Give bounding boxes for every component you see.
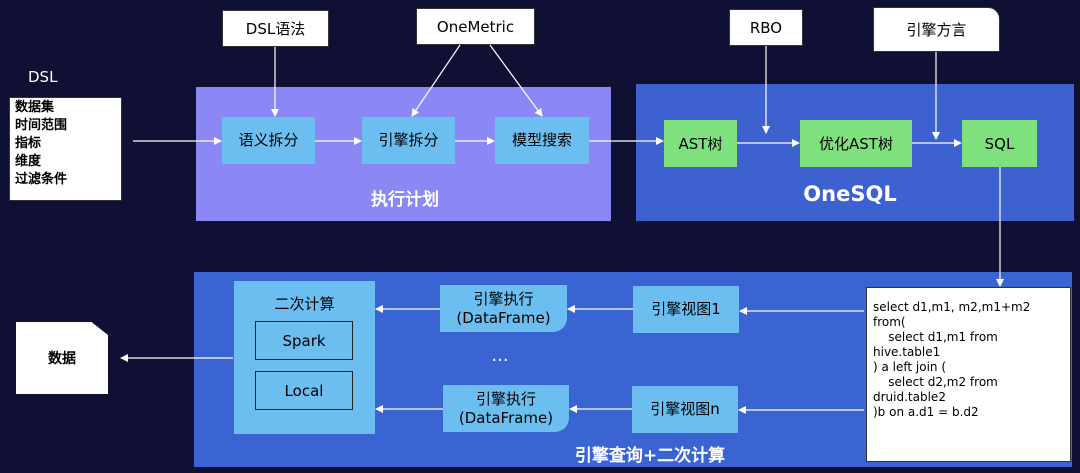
semantic-split-node: 语义拆分 [222,117,315,164]
engine-view-n-node: 引擎视图n [632,386,738,433]
output-data-card: 数据 [16,322,108,394]
dsl-box: 数据集 时间范围 指标 维度 过滤条件 [9,97,122,201]
dsl-line: 指标 [15,136,42,151]
dsl-grammar-label: DSL语法 [222,10,329,47]
engine-exec-node-1: 引擎执行 (DataFrame) [440,285,567,332]
spark-box: Spark [255,321,353,360]
onemetric-label: OneMetric [416,8,535,45]
ast-node: AST树 [664,120,737,167]
engine-exec-node-2: 引擎执行 (DataFrame) [443,385,569,432]
onesql-caption: OneSQL [803,182,897,206]
sql-text-box: select d1,m1, m2,m1+m2 from( select d1,m… [866,287,1071,462]
ellipsis: ... [491,345,509,366]
arrow-onemetric-to-model [489,44,543,117]
dsl-line: 时间范围 [15,118,68,133]
dsl-line: 数据集 [15,100,55,115]
sql-node: SQL [962,120,1037,167]
dsl-line: 维度 [15,154,42,169]
model-search-node: 模型搜索 [495,117,589,164]
secondary-compute-label: 二次计算 [274,295,335,313]
rbo-label: RBO [729,9,803,46]
dsl-title: DSL [28,68,58,86]
arrow-onemetric-to-engine [411,44,461,117]
local-box: Local [255,371,353,410]
execution-plan-caption: 执行计划 [371,190,439,210]
query-panel-caption: 引擎查询+二次计算 [574,446,726,466]
engine-view-1-node: 引擎视图1 [633,286,739,333]
engine-split-node: 引擎拆分 [362,117,455,164]
engine-dialect-label: 引擎方言 [873,7,1000,52]
optimized-ast-node: 优化AST树 [800,120,912,167]
dsl-line: 过滤条件 [15,172,68,187]
